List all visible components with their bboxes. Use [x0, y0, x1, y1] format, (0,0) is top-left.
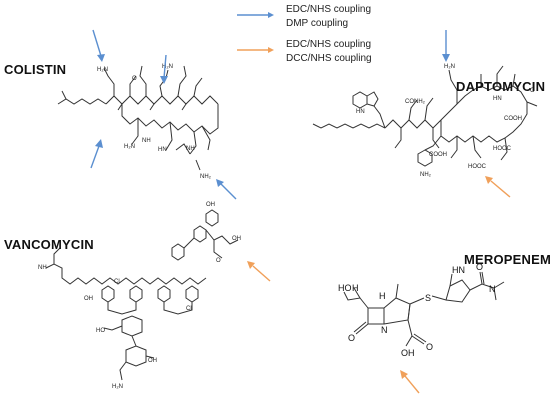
mero-nh: HN	[452, 265, 465, 275]
legend-blue-line1: EDC/NHS coupling	[286, 4, 372, 15]
daptomycin-title: DAPTOMYCIN	[456, 79, 546, 94]
mero-o-2: O	[476, 262, 483, 272]
dapto-o-1: O	[530, 88, 535, 94]
vanco-o-1: O	[216, 258, 221, 264]
vancomycin-arrows	[247, 261, 271, 282]
colistin-hn-1: HN	[158, 147, 167, 153]
mero-ho: HO	[338, 283, 352, 293]
dapto-hn: HN	[493, 96, 502, 102]
mero-o: O	[348, 333, 355, 343]
legend-orange-text: EDC/NHS coupling DCC/NHS coupling	[286, 38, 372, 66]
mero-o-3: O	[426, 342, 433, 352]
vanco-oh-2: OH	[232, 236, 241, 242]
dapto-h2n: H₂N	[444, 64, 455, 70]
mero-n: N	[381, 325, 388, 335]
mero-n-2: N	[489, 284, 496, 294]
legend-orange-line2: DCC/NHS coupling	[286, 53, 372, 64]
vanco-oh-3: OH	[84, 296, 93, 302]
dapto-conh2: CONH₂	[405, 99, 426, 105]
vanco-cl-2: Cl	[186, 306, 192, 312]
colistin-nh-1: NH	[186, 146, 195, 152]
mero-oh: OH	[401, 348, 415, 358]
meropenem-arrows	[400, 370, 420, 394]
colistin-nh2-3: H₂N	[124, 144, 135, 150]
colistin-arrows	[90, 29, 237, 200]
daptomycin-arrows	[442, 30, 511, 198]
dapto-cooh-3: HOOC	[468, 164, 487, 170]
vanco-cl-1: Cl	[114, 279, 120, 285]
colistin-nh2-2: H₂N	[162, 64, 173, 70]
vancomycin-structure: Cl Cl NH HO OH H₂N OH O OH OH	[38, 202, 241, 390]
legend-blue-arrowhead	[268, 12, 274, 18]
legend-blue-text: EDC/NHS coupling DMP coupling	[286, 3, 371, 31]
dapto-nh2-kyn: NH₂	[420, 172, 432, 178]
colistin-nh2-4: NH₂	[200, 174, 212, 180]
mero-s: S	[425, 293, 431, 303]
meropenem-title: MEROPENEM	[464, 252, 550, 267]
vanco-nh: NH	[38, 265, 47, 271]
colistin-structure: H₂N O H₂N H₂N NH₂ HN NH NH	[57, 64, 219, 180]
vanco-ho-1: HO	[96, 328, 105, 334]
dapto-hooc: HOOC	[493, 146, 512, 152]
vancomycin-title: VANCOMYCIN	[4, 237, 94, 252]
colistin-nh2-1: H₂N	[97, 67, 108, 73]
vanco-oh-1: OH	[148, 358, 157, 364]
colistin-title: COLISTIN	[4, 62, 67, 77]
legend-orange-arrowhead	[268, 47, 274, 53]
colistin-o-1: O	[132, 76, 137, 82]
legend-orange-line1: EDC/NHS coupling	[286, 39, 372, 50]
legend-blue-line2: DMP coupling	[286, 18, 349, 29]
dapto-cooh-2: COOH	[504, 116, 522, 122]
vanco-ho-2: OH	[206, 202, 215, 208]
daptomycin-structure: NH₂ H₂N CONH₂ COOH COOH HOOC HOOC HN O H…	[312, 64, 538, 178]
mero-h-2: H	[379, 291, 386, 301]
vanco-h2n: H₂N	[112, 384, 123, 390]
colistin-nh-2: NH	[142, 138, 151, 144]
meropenem-structure: HO H H O N S HN N O OH O	[338, 262, 505, 358]
dapto-cooh-1: COOH	[429, 152, 447, 158]
dapto-indole-nh: HN	[356, 109, 365, 115]
mero-h-1: H	[352, 283, 359, 293]
